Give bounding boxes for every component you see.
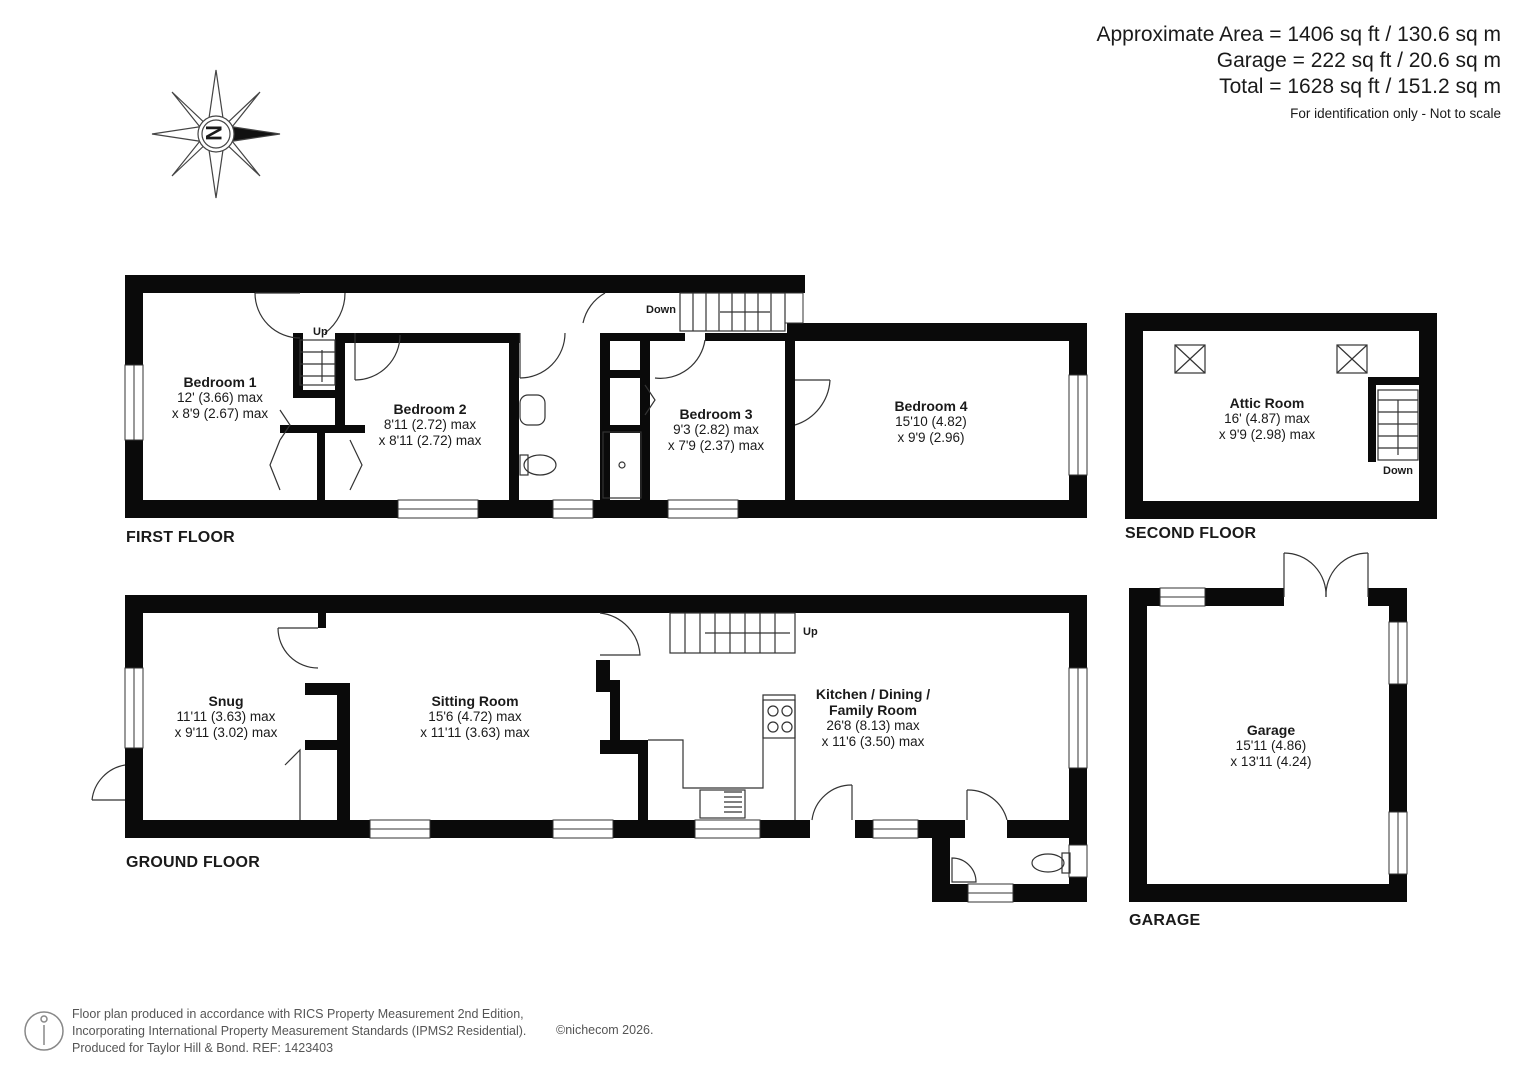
- room-name: Attic Room: [1229, 395, 1305, 411]
- ground-floor-label: GROUND FLOOR: [126, 854, 260, 871]
- footer-line: Floor plan produced in accordance with R…: [72, 1007, 524, 1021]
- room-name: Snug: [208, 693, 244, 709]
- garage-floor-label: GARAGE: [1129, 912, 1201, 929]
- ground-stair-up-label: Up: [803, 626, 818, 638]
- attic-stair-down-label: Down: [1383, 465, 1413, 477]
- room-snug: Snug 11'11 (3.63) max x 9'11 (3.02) max: [175, 693, 278, 741]
- room-dimension: x 9'11 (3.02) max: [174, 725, 278, 740]
- stair-down-label: Down: [646, 304, 676, 316]
- ground-floor-windows: [124, 667, 1088, 903]
- footer-line: Produced for Taylor Hill & Bond. REF: 14…: [72, 1041, 334, 1055]
- second-floor-label: SECOND FLOOR: [1125, 525, 1257, 542]
- room-dimension: 12' (3.66) max: [177, 390, 263, 405]
- scale-note: For identification only - Not to scale: [1290, 106, 1501, 121]
- room-bedroom-1: Bedroom 1 12' (3.66) max x 8'9 (2.67) ma…: [172, 374, 268, 422]
- room-dimension: 26'8 (8.13) max: [826, 718, 920, 733]
- room-dimension: 8'11 (2.72) max: [383, 417, 477, 432]
- compass-rose-icon: [151, 69, 281, 199]
- footer-disclaimer: Floor plan produced in accordance with R…: [72, 1006, 526, 1057]
- room-garage: Garage 15'11 (4.86) x 13'11 (4.24): [1230, 722, 1311, 770]
- ground-floor-walls: [125, 595, 1087, 902]
- room-dimension: x 11'6 (3.50) max: [821, 734, 925, 749]
- room-bedroom-3: Bedroom 3 9'3 (2.82) max x 7'9 (2.37) ma…: [668, 406, 764, 454]
- room-dimension: 11'11 (3.63) max: [176, 709, 276, 724]
- first-floor-windows: [124, 292, 1088, 519]
- room-dimension: 15'10 (4.82): [895, 414, 967, 429]
- room-name: Family Room: [829, 702, 917, 718]
- room-dimension: x 13'11 (4.24): [1230, 754, 1312, 769]
- first-floor-walls: [125, 275, 1087, 518]
- total-area: Total = 1628 sq ft / 151.2 sq m: [1219, 75, 1501, 98]
- stair-up-label: Up: [313, 326, 328, 338]
- room-name: Sitting Room: [431, 693, 519, 709]
- room-attic: Attic Room 16' (4.87) max x 9'9 (2.98) m…: [1219, 395, 1315, 443]
- room-dimension: x 8'9 (2.67) max: [171, 406, 269, 421]
- copyright-brand: ©nichecom 2026.: [556, 1023, 654, 1037]
- room-dimension: 9'3 (2.82) max: [673, 422, 759, 437]
- footer-line: Incorporating International Property Mea…: [72, 1024, 527, 1038]
- room-sitting-room: Sitting Room 15'6 (4.72) max x 11'11 (3.…: [420, 693, 529, 741]
- room-name: Garage: [1246, 722, 1296, 738]
- approximate-area: Approximate Area = 1406 sq ft / 130.6 sq…: [1096, 23, 1502, 46]
- room-bedroom-4: Bedroom 4 15'10 (4.82) x 9'9 (2.96): [894, 398, 967, 446]
- garage-door: [1283, 552, 1369, 598]
- room-name: Bedroom 3: [679, 406, 753, 422]
- person-icon: [24, 1011, 64, 1051]
- room-dimension: x 11'11 (3.63) max: [420, 725, 530, 740]
- garage-area: Garage = 222 sq ft / 20.6 sq m: [1216, 49, 1501, 72]
- compass-north-letter: N: [200, 125, 226, 141]
- first-floor-label: FIRST FLOOR: [126, 529, 235, 546]
- garage-windows: [1159, 587, 1408, 875]
- room-dimension: 15'11 (4.86): [1235, 738, 1307, 753]
- room-bedroom-2: Bedroom 2 8'11 (2.72) max x 8'11 (2.72) …: [379, 401, 482, 449]
- room-dimension: 15'6 (4.72) max: [428, 709, 522, 724]
- second-floor-walls: [1125, 313, 1437, 519]
- room-dimension: x 8'11 (2.72) max: [378, 433, 482, 448]
- first-floor-fixtures: [254, 292, 831, 499]
- room-dimension: x 9'9 (2.96): [897, 430, 965, 445]
- room-name: Bedroom 4: [894, 398, 968, 414]
- room-dimension: x 7'9 (2.37) max: [667, 438, 765, 453]
- room-dimension: x 9'9 (2.98) max: [1218, 427, 1316, 442]
- attic-fixtures: [1174, 344, 1419, 461]
- ground-floor-fixtures: [91, 612, 1071, 883]
- room-kitchen: Kitchen / Dining / Family Room 26'8 (8.1…: [816, 686, 930, 750]
- room-dimension: 16' (4.87) max: [1224, 411, 1310, 426]
- room-name: Bedroom 1: [183, 374, 257, 390]
- room-name: Kitchen / Dining /: [815, 686, 931, 702]
- room-name: Bedroom 2: [393, 401, 467, 417]
